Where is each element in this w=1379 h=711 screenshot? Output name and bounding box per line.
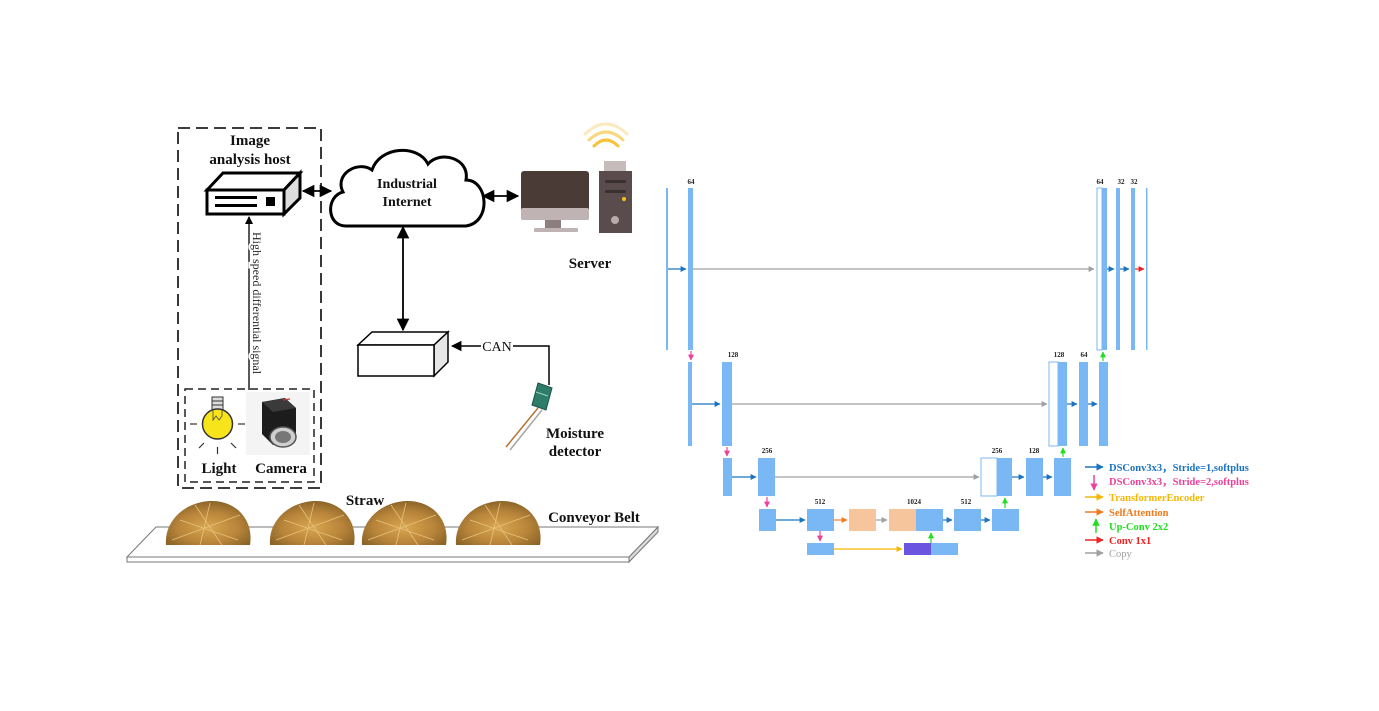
moisture-label-line2: detector — [549, 444, 602, 460]
wifi-icon — [583, 122, 629, 148]
transformer-output-block — [904, 543, 931, 555]
unet-architecture-diagram: 64 128 256 512 1024 512 — [666, 178, 1249, 560]
enc1-block — [688, 188, 693, 350]
dec1a-channel-label: 64 — [1097, 178, 1105, 186]
cloud-label-line1: Industrial — [377, 177, 437, 192]
straw-label: Straw — [346, 493, 384, 509]
dec2-block-c — [1099, 362, 1108, 446]
straw-pile — [165, 500, 251, 546]
dec1c-channel-label: 32 — [1131, 178, 1139, 186]
svg-text:SelfAttention: SelfAttention — [1109, 508, 1169, 519]
svg-text:DSConv3x3，Stride=1,softplus: DSConv3x3，Stride=1,softplus — [1109, 463, 1249, 474]
bottleneck-attention-part — [889, 509, 916, 531]
enc3-block-a — [723, 458, 732, 496]
dec1-block-c — [1131, 188, 1135, 350]
dec4-block-a — [954, 509, 981, 531]
straw-pile — [269, 500, 355, 546]
dec3b-channel-label: 128 — [1029, 447, 1040, 455]
dec3-copy-block — [980, 457, 998, 497]
sensor-dashed-boundary — [184, 388, 315, 483]
dec2-upconv-block — [1058, 362, 1067, 446]
legend: DSConv3x3，Stride=1,softplus DSConv3x3，St… — [1085, 463, 1249, 560]
legend-item-copy: Copy — [1085, 549, 1133, 560]
dec3-upconv-block — [997, 458, 1012, 496]
signal-label: High speed differential signal — [250, 232, 264, 375]
input-layer — [666, 188, 668, 350]
straw-pile — [361, 500, 447, 546]
transformer-concat-block — [931, 543, 958, 555]
bottleneck-conv-part — [916, 509, 943, 531]
cloud-label-line2: Internet — [383, 195, 432, 210]
image-host-label-line1: Image — [230, 133, 270, 149]
server-label: Server — [569, 256, 612, 272]
conveyor-belt-label: Conveyor Belt — [548, 510, 640, 526]
can-label: CAN — [482, 340, 512, 355]
dec2-copy-block — [1048, 361, 1059, 447]
svg-text:Conv 1x1: Conv 1x1 — [1109, 536, 1151, 547]
enc4-block-a — [759, 509, 776, 531]
camera-icon — [246, 392, 310, 455]
legend-item-upconv: Up-Conv 2x2 — [1092, 518, 1168, 533]
legend-item-transformer-encoder: TransformerEncoder — [1085, 493, 1205, 504]
dec2-block-b — [1079, 362, 1088, 446]
dec1-upconv-block — [1102, 188, 1107, 350]
svg-text:DSConv3x3，Stride=2,softplus: DSConv3x3，Stride=2,softplus — [1109, 477, 1249, 488]
output-layer — [1146, 188, 1148, 350]
image-analysis-host-icon — [203, 169, 304, 218]
dec4-block-b — [992, 509, 1019, 531]
moisture-label-line1: Moisture — [546, 426, 604, 442]
server-monitor-icon — [521, 171, 589, 232]
straw-pile — [455, 500, 541, 546]
dec2a-channel-label: 128 — [1054, 351, 1065, 359]
enc4-block-b — [807, 509, 834, 531]
self-attention-block — [849, 509, 876, 531]
industrial-internet-cloud-icon — [329, 149, 486, 228]
enc2-channel-label: 128 — [728, 351, 739, 359]
transformer-input-block — [807, 543, 834, 555]
dec3-block-c — [1054, 458, 1071, 496]
light-label: Light — [201, 461, 236, 477]
enc4-channel-label: 512 — [815, 498, 826, 506]
dec2b-channel-label: 64 — [1081, 351, 1089, 359]
legend-item-dsconv1: DSConv3x3，Stride=1,softplus — [1085, 463, 1249, 474]
moisture-detector-icon — [505, 382, 553, 451]
camera-label: Camera — [255, 461, 307, 477]
dec3-block-b — [1026, 458, 1043, 496]
gateway-box-icon — [356, 330, 450, 378]
dec3a-channel-label: 256 — [992, 447, 1003, 455]
enc3-block-b — [758, 458, 775, 496]
legend-item-conv1x1: Conv 1x1 — [1085, 536, 1151, 547]
legend-item-self-attention: SelfAttention — [1085, 508, 1169, 519]
server-tower-icon — [599, 161, 632, 233]
dec4-channel-label: 512 — [961, 498, 972, 506]
enc3-channel-label: 256 — [762, 447, 773, 455]
acquisition-system-diagram: Image analysis host High speed different… — [125, 122, 660, 564]
enc2-block-b — [722, 362, 732, 446]
dec1-block-b — [1116, 188, 1120, 350]
image-host-label-line2: analysis host — [209, 152, 290, 168]
legend-item-dsconv2: DSConv3x3，Stride=2,softplus — [1090, 475, 1249, 491]
svg-text:Copy: Copy — [1109, 549, 1133, 560]
dec1-copy-block — [1096, 187, 1103, 351]
svg-text:TransformerEncoder: TransformerEncoder — [1109, 493, 1205, 504]
enc2-block-a — [688, 362, 692, 446]
bottleneck-channel-label: 1024 — [907, 498, 922, 506]
can-link — [513, 345, 550, 385]
light-bulb-icon — [190, 396, 245, 454]
svg-text:Up-Conv 2x2: Up-Conv 2x2 — [1109, 522, 1168, 533]
dec1b-channel-label: 32 — [1118, 178, 1126, 186]
enc1-channel-label: 64 — [688, 178, 696, 186]
